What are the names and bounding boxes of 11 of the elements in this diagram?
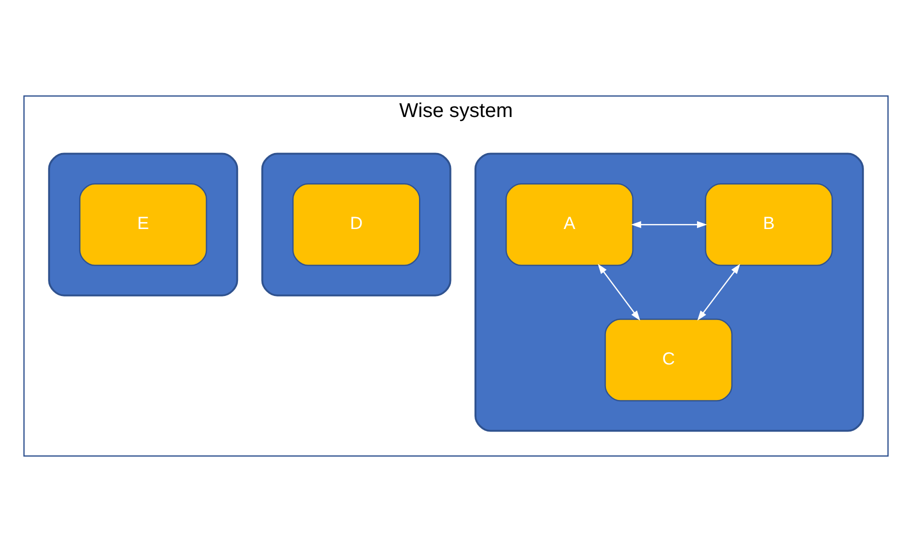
cluster <box>48 152 238 296</box>
arrow <box>631 220 708 228</box>
cluster <box>261 152 452 296</box>
node-box: A <box>506 182 634 266</box>
node-box: D <box>292 182 420 266</box>
cluster <box>474 152 864 432</box>
node-box: E <box>79 182 208 266</box>
node-box: B <box>704 182 833 266</box>
arrow <box>598 263 640 320</box>
arrow <box>697 263 740 320</box>
node-box: C <box>604 318 733 401</box>
